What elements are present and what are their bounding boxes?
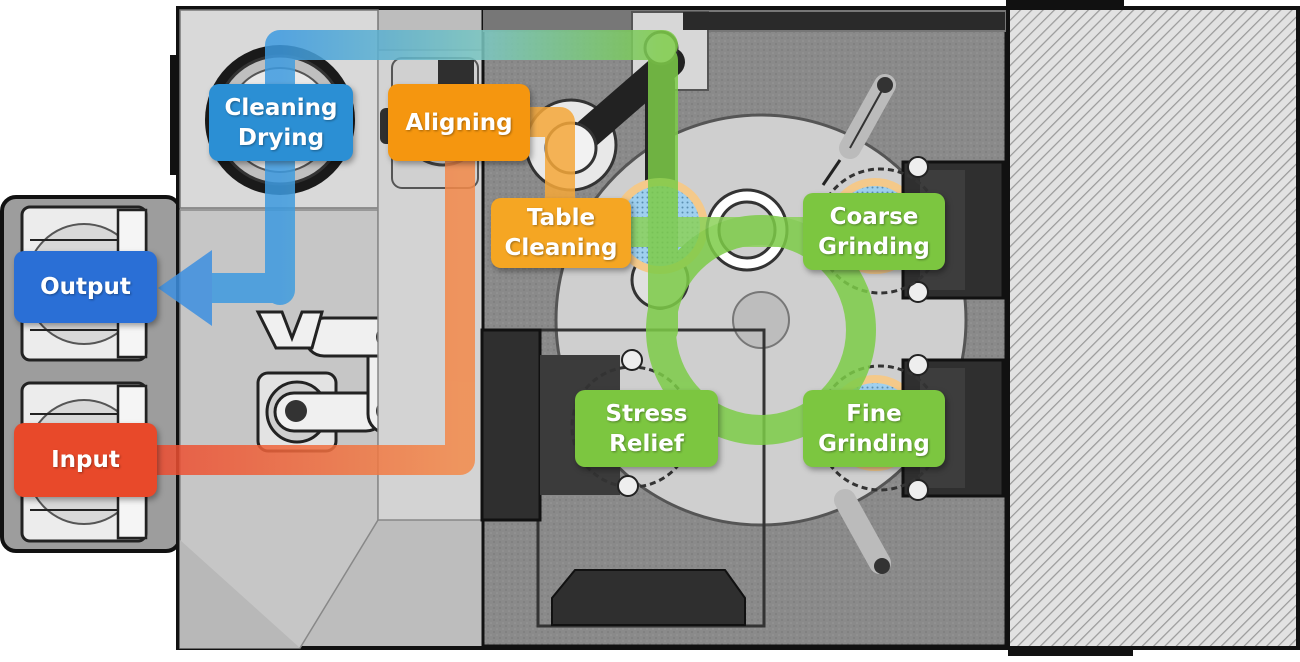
aligning-label: Aligning — [388, 84, 530, 161]
input-station-label: Input — [14, 423, 157, 497]
power-cabinet — [1006, 6, 1300, 650]
fine-grinding-label: Fine Grinding — [803, 390, 945, 467]
coarse-grinding-label: Coarse Grinding — [803, 193, 945, 270]
height-gauge-top — [821, 74, 896, 186]
cleaning-drying-label: Cleaning Drying — [209, 84, 353, 161]
table-cleaning-label: Table Cleaning — [491, 198, 631, 268]
height-gauge-bottom — [834, 489, 891, 574]
output-station-label: Output — [14, 251, 157, 323]
stress-relief-label: Stress Relief — [575, 390, 718, 467]
